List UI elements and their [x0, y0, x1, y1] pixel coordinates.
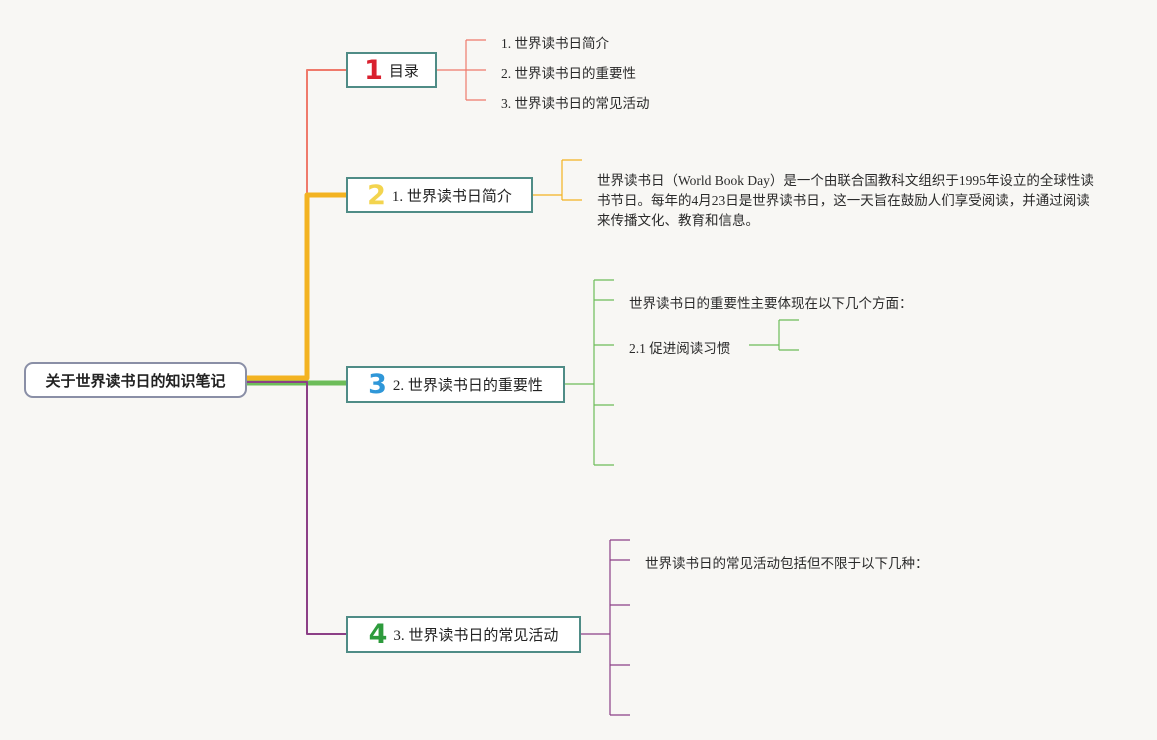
number-one-icon: 1 [364, 54, 383, 86]
intro-bracket [532, 159, 582, 201]
importance-bracket [564, 279, 614, 466]
toc-item-activities[interactable]: 3. 世界读书日的常见活动 [501, 96, 650, 111]
importance-summary[interactable]: 世界读书日的重要性主要体现在以下几个方面： [629, 296, 913, 311]
topic-label-importance: 2. 世界读书日的重要性 [392, 378, 543, 394]
number-two-icon: 2 [367, 179, 386, 211]
number-three-icon: 3 [368, 369, 387, 400]
root-node[interactable]: 关于世界读书日的知识笔记 [24, 362, 247, 398]
topic-node-intro[interactable]: 2 1. 世界读书日简介 [346, 177, 533, 213]
topic-label-activities: 3. 世界读书日的常见活动 [393, 628, 559, 644]
intro-paragraph[interactable]: 世界读书日（World Book Day）是一个由联合国教科文组织于1995年设… [597, 173, 1094, 228]
toc-bracket [436, 39, 486, 101]
topic-node-importance[interactable]: 3 2. 世界读书日的重要性 [346, 366, 565, 403]
root-label: 关于世界读书日的知识笔记 [45, 372, 226, 390]
branch-line-2 [246, 192, 347, 381]
topic-node-toc[interactable]: 1 目录 [346, 52, 437, 88]
branch-line-1 [246, 69, 347, 381]
toc-item-importance[interactable]: 2. 世界读书日的重要性 [501, 66, 636, 81]
topic-label-intro: 1. 世界读书日简介 [391, 188, 512, 205]
habit-bracket [749, 319, 799, 351]
topic-node-activities[interactable]: 4 3. 世界读书日的常见活动 [346, 616, 581, 653]
branch-line-4 [246, 381, 347, 635]
importance-habit[interactable]: 2.1 促进阅读习惯 [629, 341, 731, 356]
topic-label-toc: 目录 [388, 63, 419, 80]
activities-summary[interactable]: 世界读书日的常见活动包括但不限于以下几种： [645, 556, 929, 571]
activities-bracket [580, 539, 630, 716]
toc-item-intro[interactable]: 1. 世界读书日简介 [501, 36, 609, 51]
number-four-icon: 4 [368, 619, 388, 650]
